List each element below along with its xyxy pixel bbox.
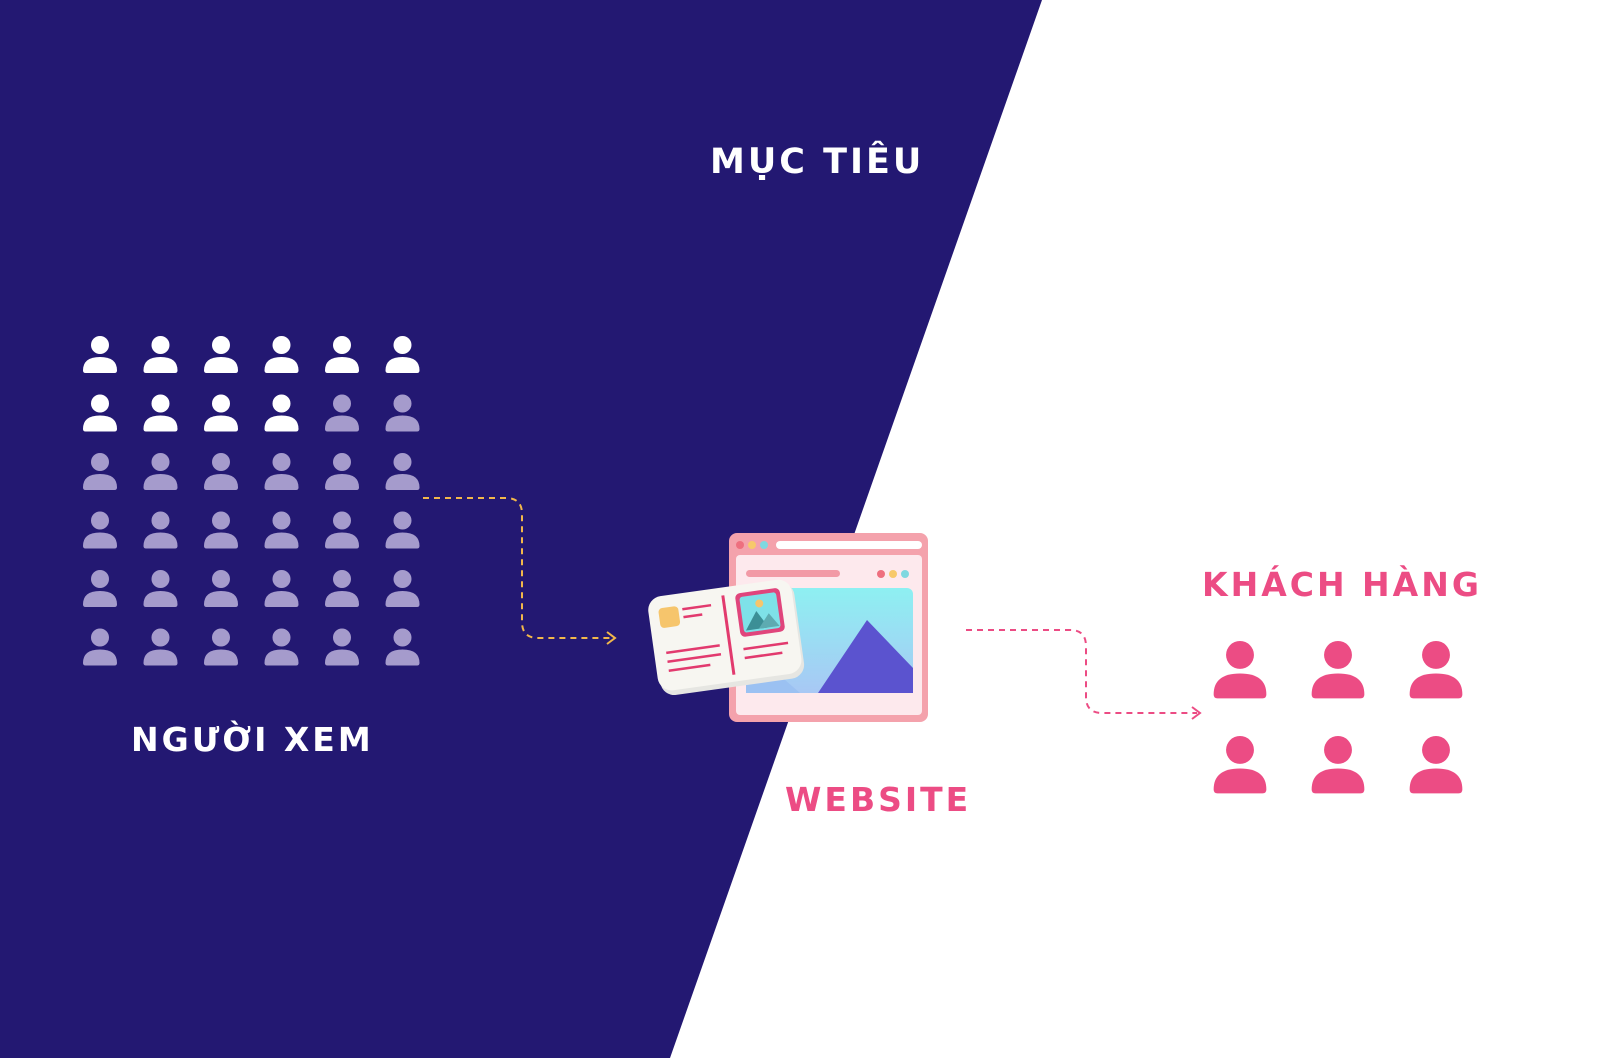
person-icon [385,453,420,490]
person-icon [143,453,178,490]
person-icon [143,336,178,373]
person-icon [325,628,359,666]
person-icon [204,570,238,607]
person-icon [1213,641,1267,699]
goal-title: MỤC TIÊU [710,142,925,182]
person-icon [143,570,178,607]
person-icon [204,394,238,432]
person-icon [1213,736,1267,794]
postcard-icon [648,579,805,696]
person-icon [83,511,117,549]
person-icon [325,570,359,607]
person-icon [83,453,117,490]
person-icon [1409,641,1463,699]
arrow-head-viewers [606,631,617,645]
person-icon [264,628,299,666]
person-icon [325,511,359,549]
person-icon [385,336,420,373]
person-icon [143,628,178,666]
person-icon [385,628,420,666]
viewer-icon-grid [83,336,420,666]
arrow-head-customers [1191,706,1202,720]
person-icon [264,453,299,490]
person-icon [325,453,359,490]
person-icon [143,394,178,432]
viewers-label: NGƯỜI XEM [131,720,374,759]
person-icon [325,394,359,432]
person-icon [204,511,238,549]
website-browser-icon [648,533,928,722]
website-label: WEBSITE [785,780,972,819]
person-icon [204,453,238,490]
customer-icon-grid [1213,641,1463,794]
person-icon [143,511,178,549]
person-icon [325,336,359,373]
person-icon [385,570,420,607]
person-icon [264,511,299,549]
person-icon [385,511,420,549]
person-icon [83,394,117,432]
person-icon [264,570,299,607]
person-icon [1311,736,1365,794]
person-icon [1311,641,1365,699]
person-icon [385,394,420,432]
person-icon [204,628,238,666]
person-icon [1409,736,1463,794]
person-icon [204,336,238,373]
person-icon [83,628,117,666]
connector-arrow-viewers-to-website [423,497,612,639]
person-icon [83,336,117,373]
connector-arrow-website-to-customers [966,629,1197,714]
customers-label: KHÁCH HÀNG [1202,565,1482,604]
person-icon [264,394,299,432]
person-icon [264,336,299,373]
person-icon [83,570,117,607]
